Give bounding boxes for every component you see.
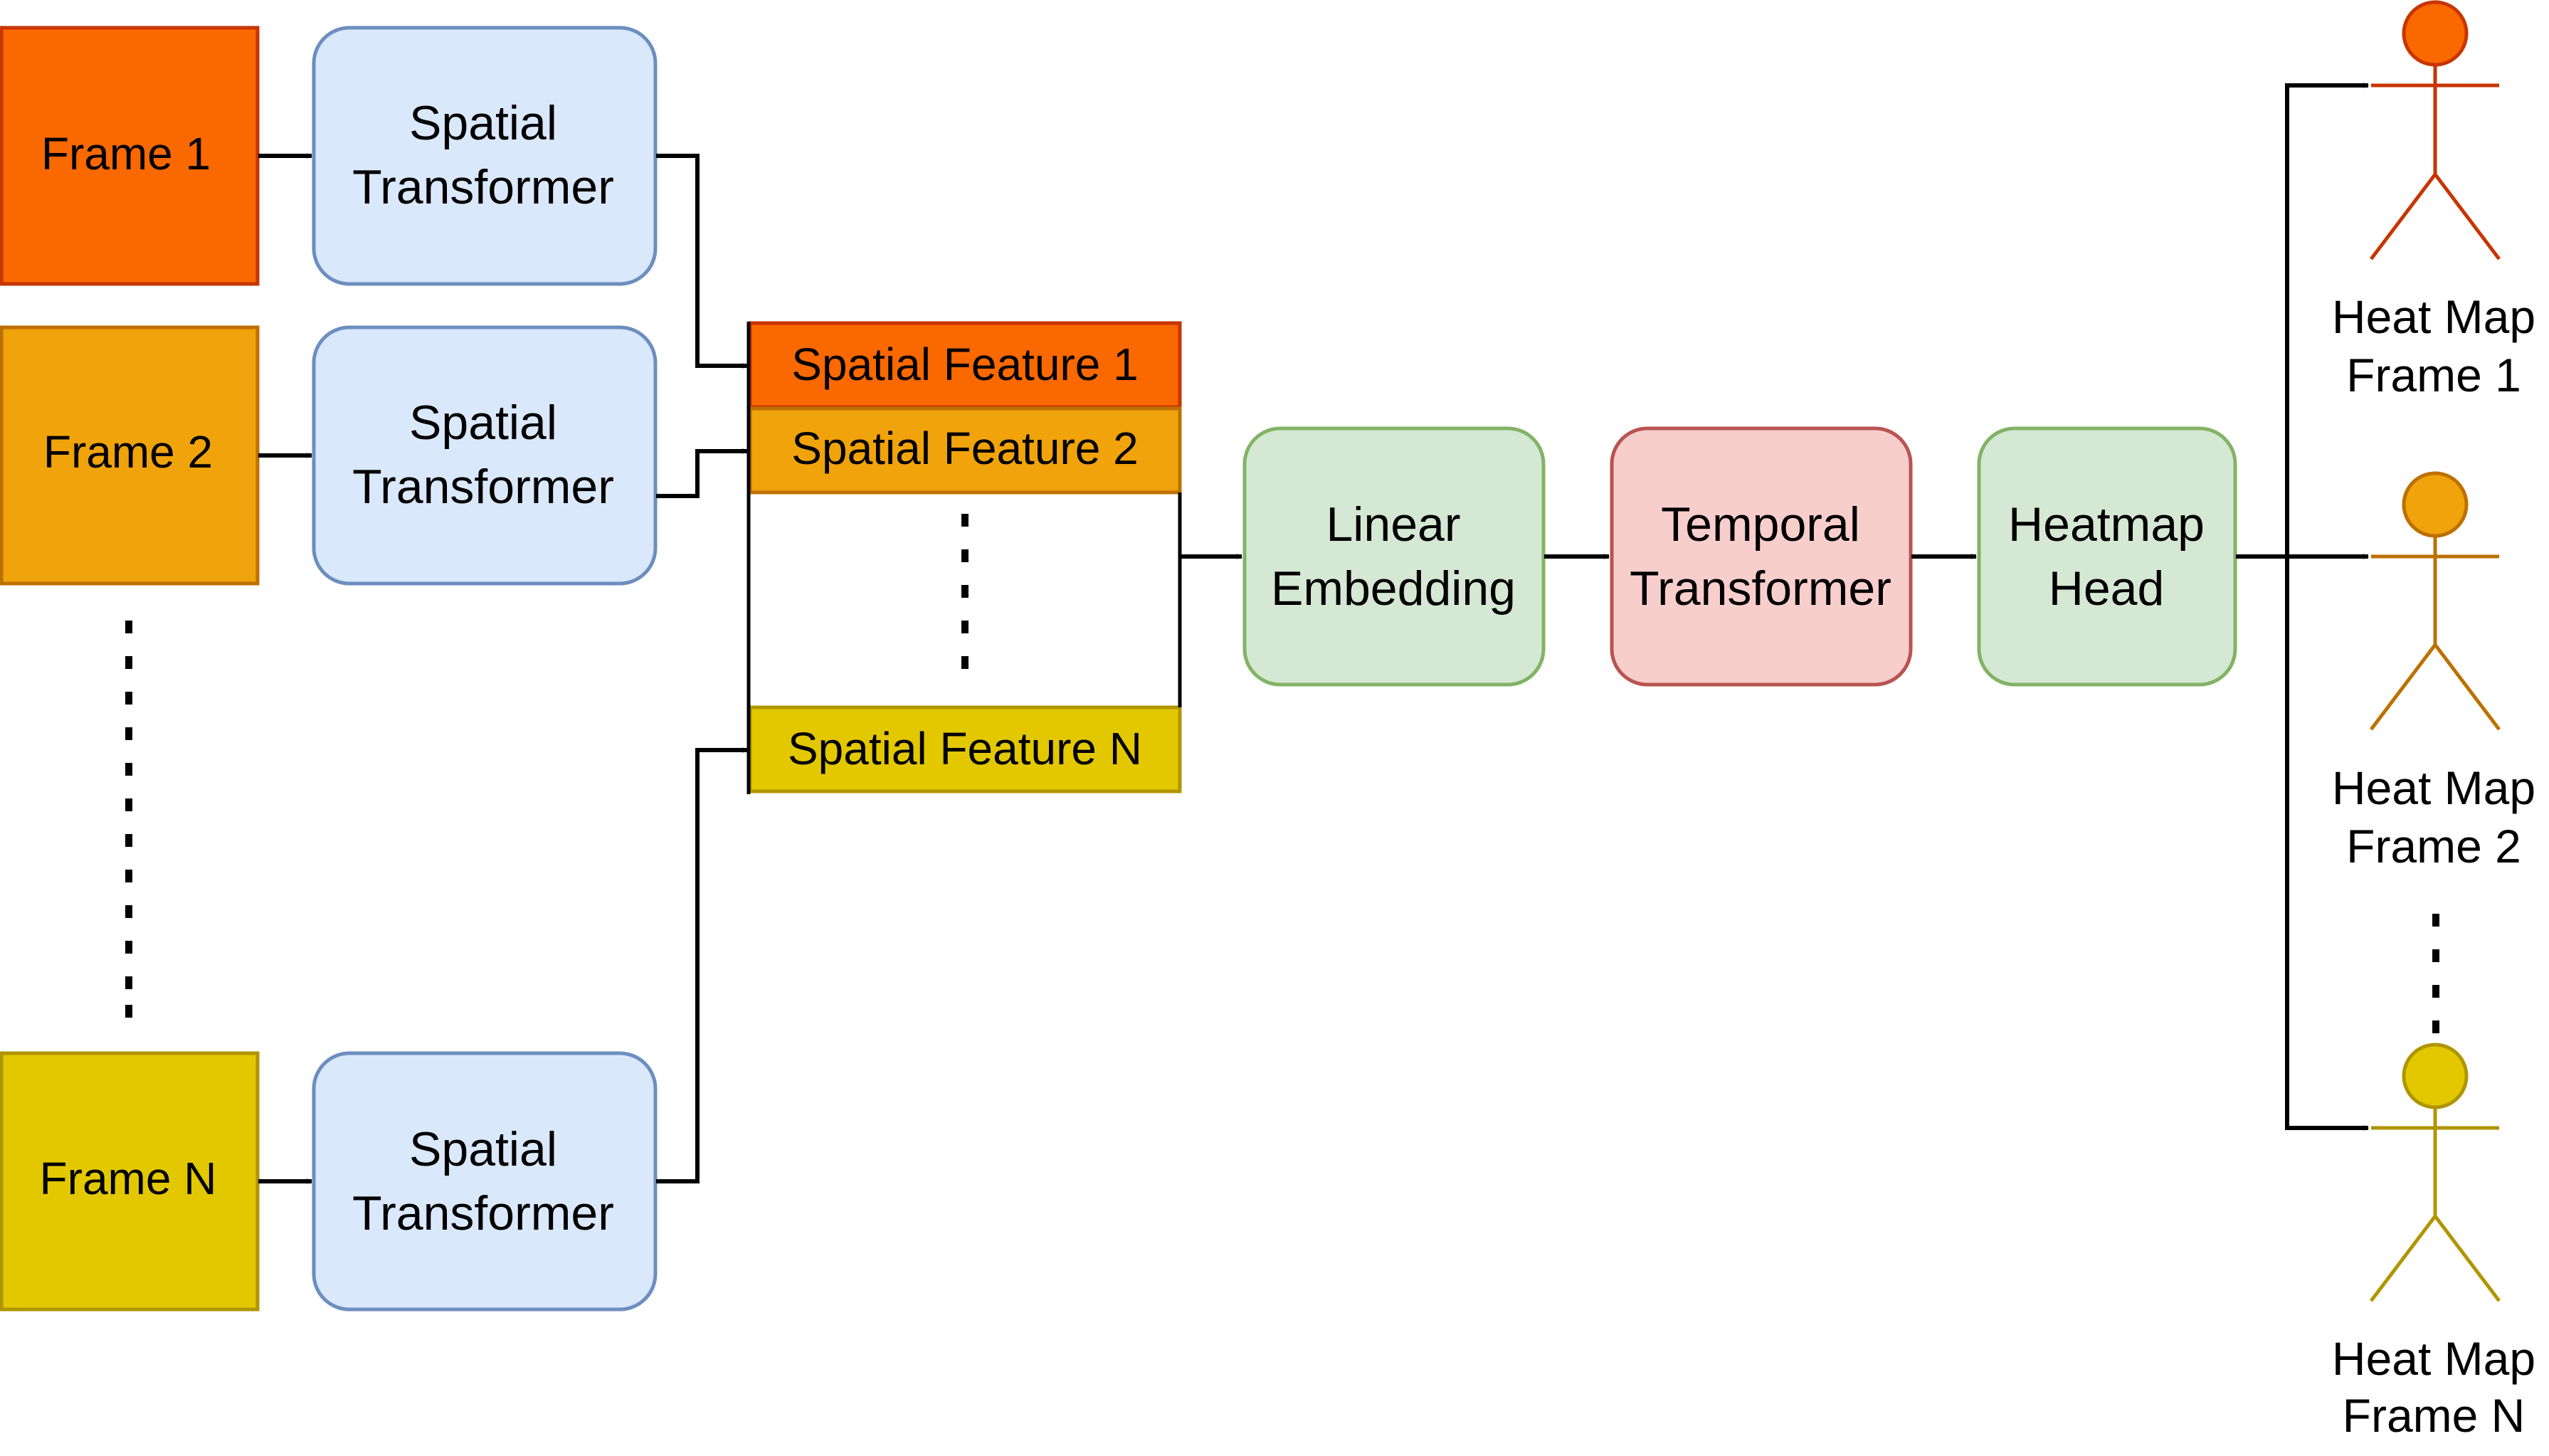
heatmap-2-label-line1: Heat Map [2332, 761, 2535, 814]
spatial-transformer-2: Spatial Transformer [312, 325, 658, 586]
linear-embedding-node: Linear Embedding [1242, 426, 1546, 687]
linear-embedding-line1: Linear [1326, 497, 1460, 552]
heatmap-frame-1-figure [2370, 0, 2501, 260]
heatmap-1-head [2402, 0, 2469, 67]
temporal-transformer-line2: Transformer [1630, 561, 1891, 616]
heatmap-frame-n-figure [2370, 1043, 2501, 1302]
spatial-transformer-1-line2: Transformer [352, 160, 614, 214]
spatial-transformer-1-rect [312, 26, 658, 286]
heatmap-head-rect [1977, 426, 2237, 687]
frame-2-rect [0, 325, 260, 586]
heatmap-head-line2: Head [2049, 561, 2165, 616]
spatial-feature-n-label: Spatial Feature N [788, 723, 1142, 774]
frame-2-box: Frame 2 [0, 325, 260, 586]
spatial-feature-1-label: Spatial Feature 1 [791, 339, 1138, 390]
heatmap-1-label-line1: Heat Map [2332, 290, 2535, 343]
head-to-heatmap-connectors [2236, 83, 2369, 1131]
heatmap-head-line1: Heatmap [2008, 497, 2205, 552]
spatial-transformer-2-line2: Transformer [352, 460, 614, 514]
transformer-to-feature-connectors [656, 154, 748, 1183]
heatmap-frame-2-figure [2370, 471, 2501, 731]
heatmap-n-label-line2: Frame N [2343, 1389, 2526, 1442]
heatmap-n-label-line1: Heat Map [2332, 1332, 2535, 1385]
spatial-transformer-1-line1: Spatial [409, 96, 557, 150]
spatial-transformer-2-line1: Spatial [409, 396, 557, 450]
connector-stn-sfn [656, 747, 748, 1183]
heatmap-1-label-line2: Frame 1 [2346, 349, 2521, 401]
frames-ellipsis [125, 621, 132, 1018]
spatial-feature-n-rect [748, 705, 1182, 793]
frame-1-rect [0, 26, 260, 286]
spatial-transformer-n-line2: Transformer [352, 1186, 614, 1240]
heatmaps-ellipsis [2432, 914, 2439, 1033]
spatial-feature-stack: Spatial Feature 1 Spatial Feature 2 Spat… [746, 321, 1182, 794]
frame-n-rect [0, 1051, 260, 1312]
features-ellipsis [961, 514, 969, 669]
temporal-transformer-node: Temporal Transformer [1610, 426, 1913, 687]
spatial-transformer-n-line1: Spatial [409, 1122, 557, 1176]
spatial-transformer-n-rect [312, 1051, 658, 1312]
spatial-transformer-1: Spatial Transformer [312, 26, 658, 286]
frame-to-transformer-arrows [258, 153, 312, 1184]
frame-n-box: Frame N [0, 1051, 260, 1312]
heatmap-n-head [2402, 1043, 2469, 1109]
spatial-transformer-2-rect [312, 325, 658, 586]
frame-1-label: Frame 1 [41, 128, 211, 179]
heatmap-2-head [2402, 471, 2469, 538]
temporal-transformer-rect [1610, 426, 1913, 687]
connector-st2-sf2 [656, 448, 748, 498]
frame-2-label: Frame 2 [43, 426, 213, 478]
linear-embedding-rect [1242, 426, 1546, 687]
temporal-transformer-line1: Temporal [1661, 497, 1860, 552]
heatmap-2-label-line2: Frame 2 [2346, 820, 2521, 872]
frame-n-label: Frame N [40, 1153, 217, 1204]
heatmap-head-node: Heatmap Head [1977, 426, 2237, 687]
connector-st1-sf1 [656, 154, 748, 369]
spatial-feature-2-label: Spatial Feature 2 [791, 423, 1138, 474]
frame-1-box: Frame 1 [0, 26, 260, 286]
linear-embedding-line2: Embedding [1271, 561, 1516, 616]
spatial-transformer-n: Spatial Transformer [312, 1051, 658, 1312]
spatial-feature-2-rect [748, 406, 1182, 495]
